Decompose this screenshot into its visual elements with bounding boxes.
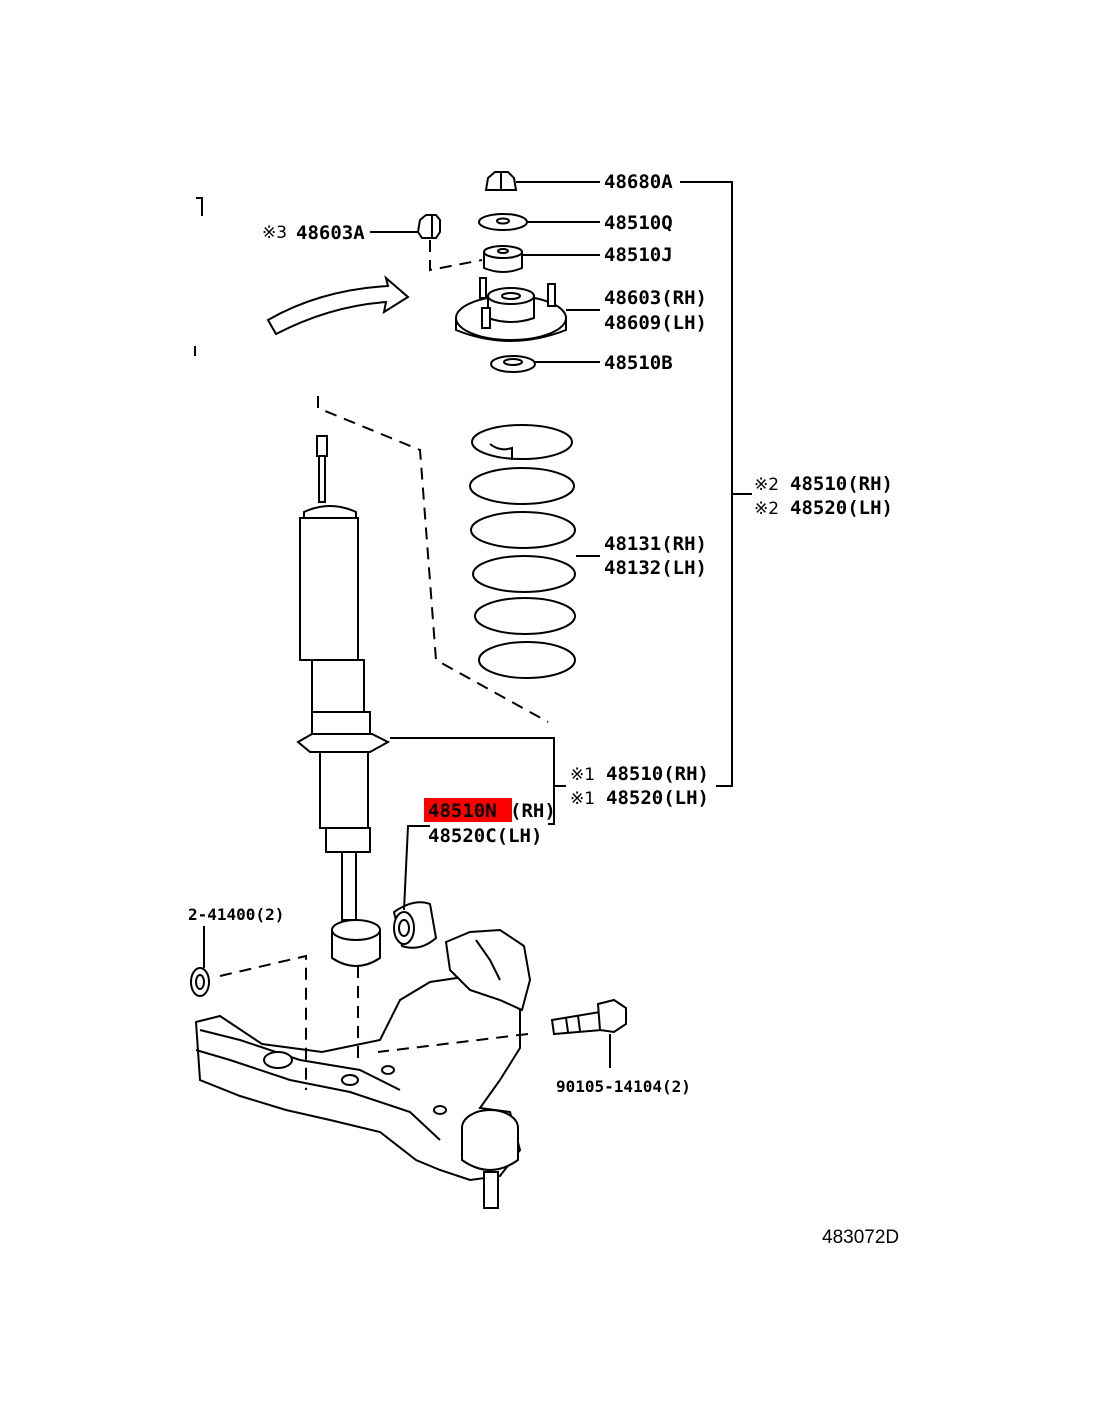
note-mark-3: ※3 (262, 223, 287, 243)
bolt-icon[interactable] (550, 998, 627, 1036)
corner-mark (196, 197, 203, 216)
callout-assy2-rh[interactable]: 48510(RH) (790, 473, 893, 495)
callout-48680A[interactable]: 48680A (604, 171, 673, 193)
callout-48131-rh[interactable]: 48131(RH) (604, 533, 707, 555)
bumper-icon[interactable] (483, 245, 523, 273)
callout-48510J[interactable]: 48510J (604, 244, 673, 266)
assembly-bracket (680, 181, 733, 787)
figure-reference: 483072D (822, 1227, 899, 1248)
bushing-icon[interactable] (392, 901, 438, 949)
retainer-icon[interactable] (478, 213, 528, 231)
dashed-guide (429, 240, 483, 272)
callout-assy2-lh[interactable]: 48520(LH) (790, 497, 893, 519)
callout-assy1-rh[interactable]: 48510(RH) (606, 763, 709, 785)
callout-48520C-lh[interactable]: 48520C(LH) (428, 825, 542, 847)
nut-icon[interactable] (190, 967, 210, 997)
leader-line (403, 825, 430, 911)
assembly-bracket (390, 737, 555, 825)
note-mark-2: ※2 (754, 499, 779, 519)
callout-48609-lh[interactable]: 48609(LH) (604, 312, 707, 334)
lower-arm-icon[interactable] (194, 928, 532, 1209)
dashed-guide (219, 954, 307, 1090)
curved-arrow-icon (266, 275, 410, 336)
coil-spring-icon[interactable] (469, 424, 576, 679)
nut-icon[interactable] (416, 214, 441, 239)
callout-assy1-lh[interactable]: 48520(LH) (606, 787, 709, 809)
dashed-guide (317, 396, 549, 723)
callout-90105-14104[interactable]: 90105-14104(2) (556, 1077, 691, 1096)
highlight-box (424, 798, 512, 822)
callout-48603-rh[interactable]: 48603(RH) (604, 287, 707, 309)
callout-48603A[interactable]: 48603A (296, 222, 365, 244)
shock-absorber-icon[interactable] (296, 435, 391, 967)
nut-icon[interactable] (484, 171, 518, 191)
callout-41400[interactable]: 2-41400(2) (188, 905, 284, 924)
callout-48510N[interactable]: 48510N (428, 800, 497, 822)
note-mark-2: ※2 (754, 475, 779, 495)
note-mark-1: ※1 (570, 765, 595, 785)
callout-48132-lh[interactable]: 48132(LH) (604, 557, 707, 579)
dashed-guide (377, 1033, 529, 1053)
callout-48510B[interactable]: 48510B (604, 352, 673, 374)
support-icon[interactable] (455, 277, 567, 342)
note-mark-1: ※1 (570, 789, 595, 809)
callout-48510N-side: (RH) (510, 800, 556, 822)
callout-48510Q[interactable]: 48510Q (604, 212, 673, 234)
insulator-icon[interactable] (490, 355, 536, 373)
